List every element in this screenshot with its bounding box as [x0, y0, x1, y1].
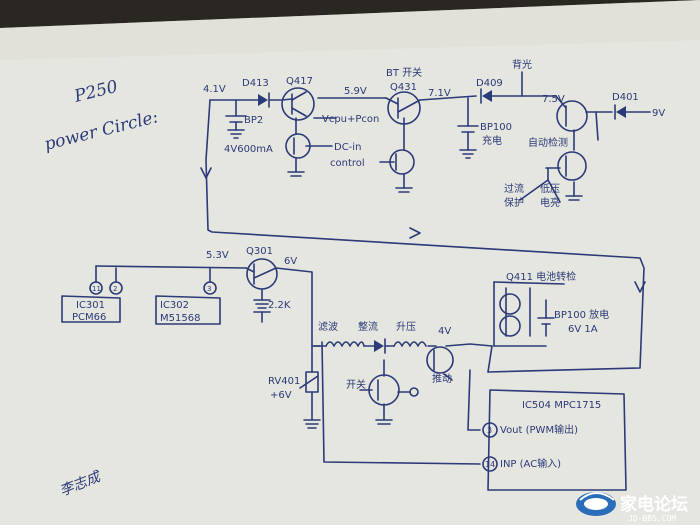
- label-q411: Q411 电池转检: [506, 270, 576, 283]
- label-bp100-spec: 6V 1A: [568, 324, 598, 335]
- label-low-1: 低压: [540, 182, 560, 195]
- label-charge: 充电: [482, 134, 502, 147]
- transistor-q431: [385, 91, 421, 125]
- transistor-auto-detect: [557, 151, 587, 181]
- label-backlight: 背光: [512, 58, 532, 71]
- label-ic304: IC504 MPC1715: [522, 400, 601, 411]
- diode-d409: [480, 88, 492, 104]
- label-7-5v: 7.5V: [542, 94, 565, 105]
- label-over-1: 过流: [504, 182, 524, 195]
- ground-symbols: [227, 129, 583, 201]
- label-rectify: 整流: [358, 320, 378, 333]
- label-pin-11: 11: [92, 285, 101, 293]
- label-drive: 推动: [432, 372, 452, 385]
- diode-rectify: [374, 338, 386, 354]
- label-4-1v: 4.1V: [203, 84, 226, 95]
- label-bp100-top: BP100: [480, 122, 512, 133]
- transistor-drive: [426, 346, 454, 381]
- label-boost: 升压: [396, 321, 416, 333]
- label-battery: 4V600mA: [224, 144, 273, 155]
- label-ic302-part: M51568: [160, 313, 200, 324]
- pin-circles: [89, 281, 498, 472]
- label-pin-3b: 3: [487, 426, 492, 435]
- label-pin-3: 3: [207, 285, 211, 293]
- diode-d413: [258, 92, 270, 108]
- label-2-2k: 2.2K: [268, 300, 291, 311]
- label-auto-detect: 自动检测: [528, 136, 568, 149]
- watermark-url: JD-BBS.COM: [628, 514, 676, 523]
- inductor-filter: [325, 341, 365, 347]
- label-rv401: RV401: [268, 376, 300, 387]
- label-d409: D409: [476, 78, 503, 89]
- label-q431: Q431: [390, 82, 417, 93]
- rv401-pot: [299, 371, 319, 393]
- label-ic301-part: PCM66: [72, 312, 106, 323]
- label-d413: D413: [242, 78, 269, 89]
- transistor-q-right: [555, 95, 588, 132]
- watermark-text: 家电论坛: [620, 494, 688, 515]
- label-bp100-bottom: BP100 放电: [554, 308, 609, 321]
- label-ic302: IC302: [160, 300, 189, 311]
- inductor-boost: [393, 341, 427, 347]
- label-7-1v: 7.1V: [428, 88, 451, 99]
- label-control: control: [330, 158, 365, 169]
- transistor-q301: [245, 258, 278, 290]
- label-plus-6v: +6V: [270, 390, 292, 401]
- capacitor-switch: [409, 387, 419, 397]
- transistor-switch: [368, 374, 400, 406]
- top-wiring: [200, 71, 651, 373]
- label-pin-2: 2: [113, 285, 117, 293]
- label-pin-14: 14: [485, 460, 495, 469]
- label-6v: 6V: [284, 256, 297, 267]
- bottom-wiring: [95, 265, 627, 491]
- transistor-control: [389, 149, 415, 175]
- label-over-2: 保护: [504, 196, 524, 209]
- ic302-box: [155, 295, 221, 325]
- label-5-9v: 5.9V: [344, 86, 367, 97]
- label-4v: 4V: [438, 326, 451, 337]
- ic301-box: [61, 295, 121, 323]
- transistor-q417: [281, 87, 315, 121]
- label-dc-in: DC-in: [334, 142, 361, 153]
- label-filter: 滤波: [318, 320, 338, 333]
- transistor-q411a: [499, 293, 521, 315]
- label-switch: 开关: [346, 378, 366, 391]
- diode-d401: [614, 104, 626, 120]
- transistor-q417b: [285, 133, 311, 159]
- label-low-2: 电亮: [540, 196, 560, 209]
- transistor-q411b: [499, 315, 521, 337]
- label-inp: INP (AC输入): [500, 457, 561, 470]
- label-q417: Q417: [286, 76, 313, 87]
- watermark-logo: 家电论坛 JD-BBS.COM: [576, 492, 688, 523]
- label-d401: D401: [612, 92, 639, 103]
- label-bp2: BP2: [244, 115, 263, 126]
- label-9v: 9V: [652, 108, 665, 119]
- label-5-3v: 5.3V: [206, 250, 229, 261]
- label-vout: Vout (PWM输出): [500, 423, 578, 436]
- label-q301: Q301: [246, 246, 273, 257]
- label-bt-switch: BT 开关: [386, 66, 422, 79]
- label-ic301: IC301: [76, 300, 105, 311]
- label-vcpu: Vcpu+Pcon: [322, 114, 379, 125]
